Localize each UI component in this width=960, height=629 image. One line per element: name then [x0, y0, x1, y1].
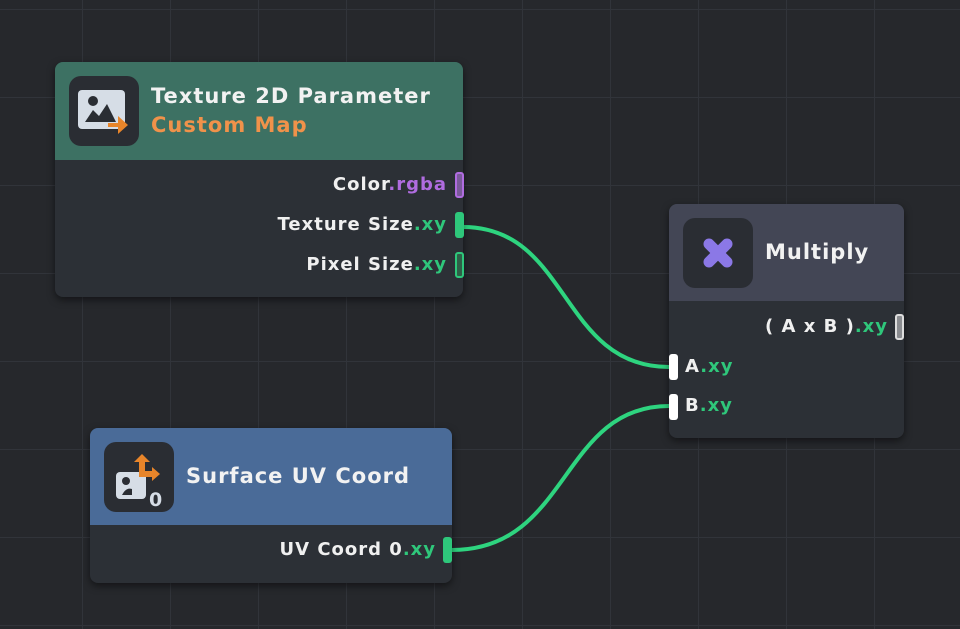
wire-texture-size-to-a[interactable] — [462, 225, 670, 369]
svg-text:0: 0 — [149, 489, 162, 511]
port-pixel-size: Pixel Size.xy — [306, 254, 447, 275]
multiply-icon — [683, 218, 753, 288]
image-parameter-icon — [69, 76, 139, 146]
port-output: ( A x B ).xy — [765, 316, 888, 337]
node-header[interactable]: Texture 2D Parameter Custom Map — [55, 62, 463, 160]
texture-size-output-pin[interactable] — [455, 212, 464, 238]
node-header[interactable]: Multiply — [669, 204, 904, 301]
node-header[interactable]: 0 Surface UV Coord — [90, 428, 452, 525]
uv-output-pin[interactable] — [443, 537, 452, 563]
color-output-pin[interactable] — [455, 172, 464, 198]
multiply-node[interactable]: Multiply ( A x B ).xy A.xy B.xy — [669, 204, 904, 438]
port-b: B.xy — [685, 395, 733, 416]
pixel-size-output-pin[interactable] — [455, 252, 464, 278]
port-color: Color.rgba — [332, 174, 447, 195]
node-subtitle: Custom Map — [151, 113, 308, 137]
node-title: Texture 2D Parameter — [151, 84, 431, 108]
input-pin-a[interactable] — [669, 354, 678, 380]
node-title: Multiply — [765, 240, 870, 264]
port-a: A.xy — [685, 356, 734, 377]
wire-uv-to-b[interactable] — [451, 404, 670, 552]
node-title: Surface UV Coord — [186, 464, 411, 488]
port-texture-size: Texture Size.xy — [277, 214, 447, 235]
texture-2d-parameter-node[interactable]: Texture 2D Parameter Custom Map Color.rg… — [55, 62, 464, 297]
port-uv-coord: UV Coord 0.xy — [279, 539, 436, 560]
uv-coord-icon: 0 — [104, 442, 174, 512]
surface-uv-coord-node[interactable]: 0 Surface UV Coord UV Coord 0.xy — [90, 428, 452, 583]
output-pin[interactable] — [895, 314, 904, 340]
input-pin-b[interactable] — [669, 394, 678, 420]
